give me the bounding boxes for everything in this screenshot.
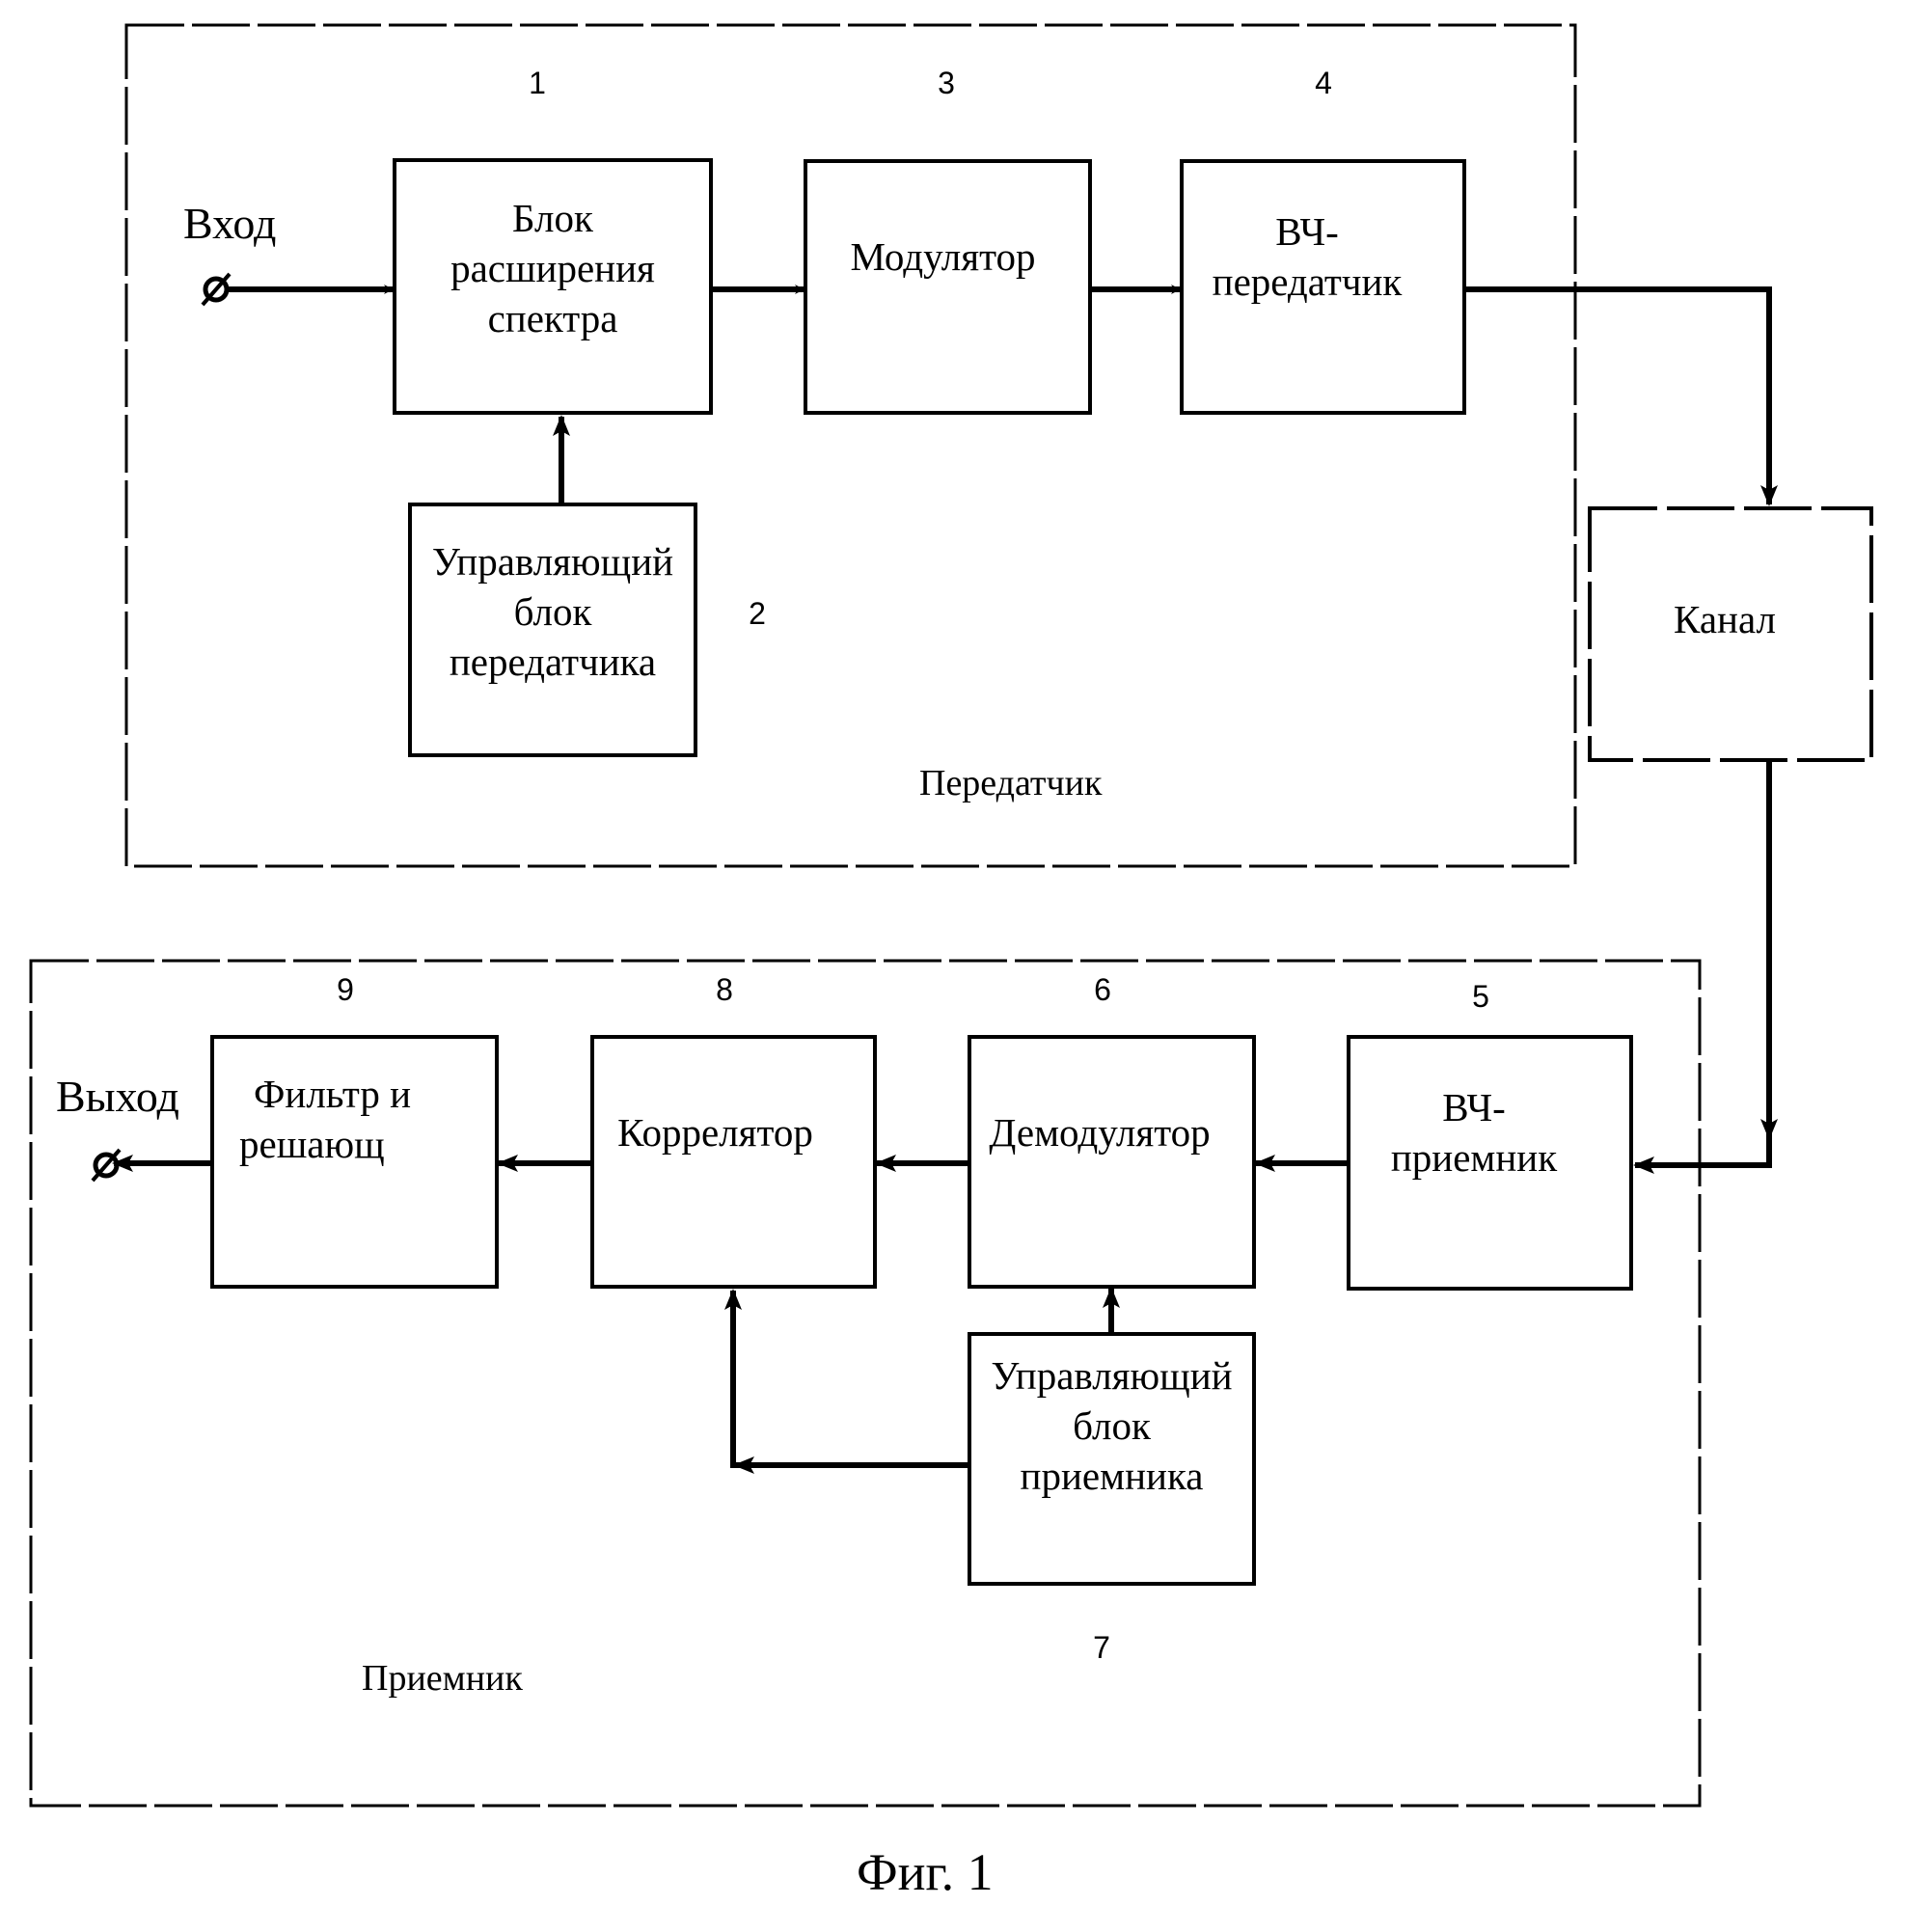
block-1-label-line: Блок bbox=[512, 193, 593, 243]
block-3-label: Модулятор bbox=[810, 231, 1076, 282]
figure-caption: Фиг. 1 bbox=[857, 1842, 994, 1902]
block-5-label: ВЧ- приемник bbox=[1349, 1082, 1599, 1183]
block-number-2: 2 bbox=[749, 596, 766, 632]
receiver-group-label: Приемник bbox=[362, 1657, 523, 1700]
block-number-6: 6 bbox=[1094, 972, 1111, 1008]
block-number-7: 7 bbox=[1093, 1630, 1110, 1666]
block-2-label: Управляющий блок передатчика bbox=[410, 536, 695, 687]
block-7-label-line: блок bbox=[1073, 1401, 1151, 1451]
output-label: Выход bbox=[56, 1071, 179, 1122]
block-5-label-line: приемник bbox=[1391, 1132, 1557, 1183]
block-number-9: 9 bbox=[337, 972, 354, 1008]
block-4-label: ВЧ- передатчик bbox=[1182, 206, 1432, 307]
block-number-5: 5 bbox=[1472, 979, 1489, 1015]
connector-channel-to-block-5 bbox=[1635, 760, 1769, 1165]
block-number-3: 3 bbox=[938, 66, 955, 101]
block-6-label-line: Демодулятор bbox=[989, 1107, 1210, 1157]
transmitter-frame bbox=[126, 25, 1575, 866]
block-9-label-line: решающ bbox=[239, 1119, 411, 1169]
block-7-label: Управляющий блок приемника bbox=[969, 1350, 1254, 1501]
channel-label: Канал bbox=[1590, 594, 1860, 644]
channel-label-line: Канал bbox=[1674, 594, 1776, 644]
transmitter-group-label: Передатчик bbox=[919, 762, 1102, 804]
block-number-8: 8 bbox=[716, 972, 733, 1008]
connector-block-4-to-channel bbox=[1464, 289, 1769, 504]
block-5-label-line: ВЧ- bbox=[1442, 1082, 1506, 1132]
block-1-label: Блок расширения спектра bbox=[395, 193, 711, 343]
block-7-label-line: приемника bbox=[1021, 1451, 1204, 1501]
block-9-label: Фильтр и решающ bbox=[239, 1069, 411, 1169]
block-4-label-line: передатчик bbox=[1213, 257, 1403, 307]
block-8-label-line: Коррелятор bbox=[617, 1107, 813, 1157]
block-8-correlator bbox=[592, 1037, 875, 1287]
block-8-label: Коррелятор bbox=[592, 1107, 838, 1157]
output-terminal-icon bbox=[93, 1150, 120, 1181]
block-4-label-line: ВЧ- bbox=[1275, 206, 1339, 257]
block-number-4: 4 bbox=[1315, 66, 1332, 101]
block-6-demodulator bbox=[969, 1037, 1254, 1287]
block-1-label-line: спектра bbox=[488, 293, 618, 343]
input-terminal-icon bbox=[203, 274, 230, 305]
block-9-label-line: Фильтр и bbox=[239, 1069, 411, 1119]
block-6-label: Демодулятор bbox=[969, 1107, 1230, 1157]
block-2-label-line: передатчика bbox=[450, 637, 656, 687]
block-7-label-line: Управляющий bbox=[991, 1350, 1232, 1401]
block-3-modulator bbox=[805, 161, 1090, 413]
block-number-1: 1 bbox=[529, 66, 546, 101]
connector-block-7-to-block-8 bbox=[733, 1291, 969, 1465]
block-3-label-line: Модулятор bbox=[850, 231, 1035, 282]
block-2-label-line: блок bbox=[514, 586, 592, 637]
block-1-label-line: расширения bbox=[450, 243, 655, 293]
block-2-label-line: Управляющий bbox=[432, 536, 673, 586]
input-label: Вход bbox=[183, 198, 276, 249]
